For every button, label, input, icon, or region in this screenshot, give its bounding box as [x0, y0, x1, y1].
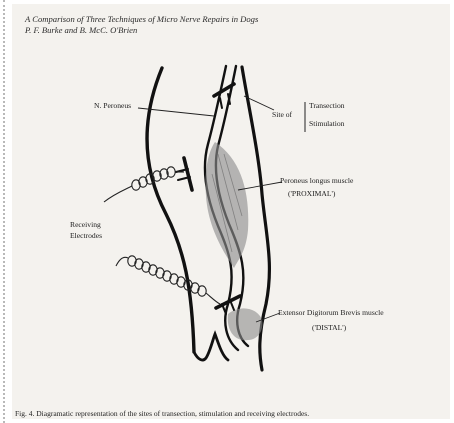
- paper-page: A Comparison of Three Techniques of Micr…: [12, 4, 450, 419]
- label-electrodes: Electrodes: [70, 232, 102, 240]
- distal-electrode-coil: [116, 256, 220, 304]
- figure-caption: Fig. 4. Diagramatic representation of th…: [15, 409, 309, 418]
- peroneus-longus-muscle: [205, 142, 248, 268]
- label-distal: ('DISTAL'): [312, 324, 346, 332]
- foot-outline: [194, 334, 228, 360]
- label-proximal: ('PROXIMAL'): [288, 190, 335, 198]
- label-receiving: Receiving: [70, 221, 101, 229]
- leg-outline: [147, 68, 194, 352]
- nerve-diagram: [12, 4, 450, 419]
- label-stimulation: Stimulation: [309, 120, 344, 128]
- page-edge-divider: [3, 0, 5, 423]
- label-peroneus-longus: Peroneus longus muscle: [280, 177, 353, 185]
- label-site-of: Site of: [272, 111, 292, 119]
- label-transection: Transection: [309, 102, 345, 110]
- proximal-receiving-electrode: [184, 158, 192, 190]
- extensor-digitorum-brevis-muscle: [228, 308, 263, 340]
- label-n-peroneus: N. Peroneus: [94, 102, 131, 110]
- label-extensor-digitorum-brevis: Extensor Digitorum Brevis muscle: [278, 309, 384, 317]
- proximal-electrode-coil: [104, 167, 184, 202]
